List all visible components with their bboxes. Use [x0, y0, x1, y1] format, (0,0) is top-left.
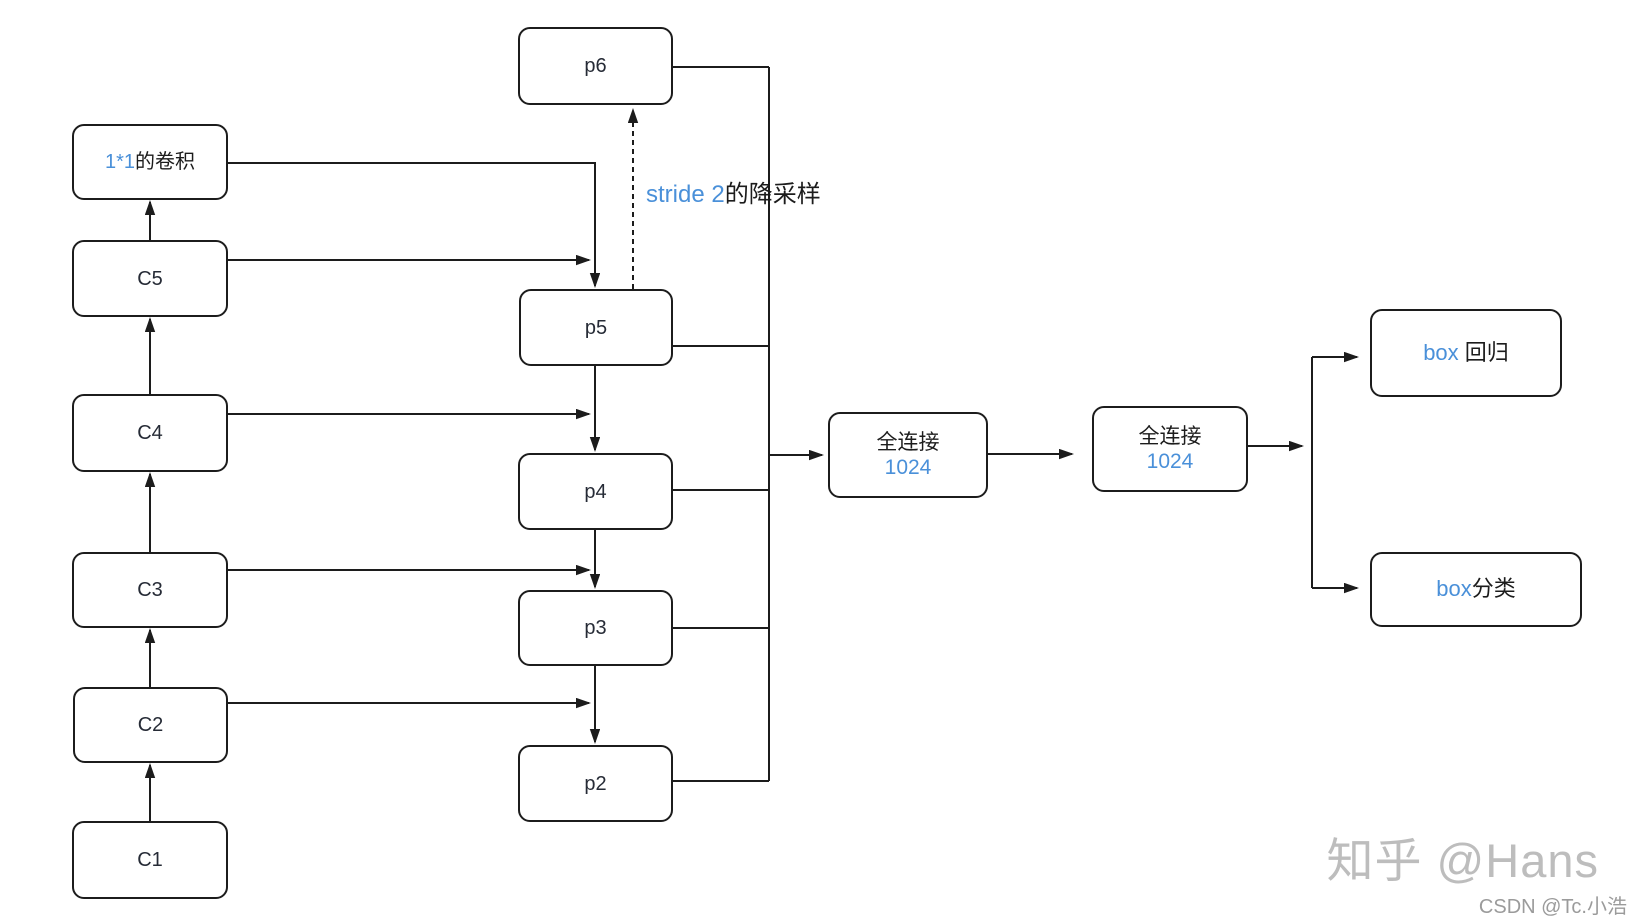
node-conv1x1-label: 1*1的卷积 [105, 150, 195, 174]
node-box-classification-text-1: 分类 [1471, 576, 1516, 602]
node-box-regression-label: box 回归 [1423, 340, 1509, 366]
node-p2: p2 [518, 745, 673, 822]
node-box-regression: box 回归 [1370, 309, 1562, 397]
node-box-regression-text-1: 回归 [1458, 339, 1509, 365]
node-C2-label: C2 [138, 713, 164, 737]
node-box-classification: box分类 [1370, 552, 1582, 627]
node-p3: p3 [518, 590, 673, 666]
node-p3-text-0: p3 [584, 617, 607, 639]
node-p2-label: p2 [584, 772, 606, 796]
node-conv1x1-text-1: 的卷积 [135, 151, 196, 173]
node-p5-label: p5 [585, 316, 607, 340]
node-C3-text-0: C3 [137, 579, 163, 601]
node-C4: C4 [72, 394, 228, 472]
node-p4-label: p4 [584, 480, 606, 504]
node-C5-label: C5 [137, 267, 163, 291]
node-p4-text-0: p4 [584, 480, 607, 503]
node-C5-text-0: C5 [137, 267, 163, 290]
zhihu-watermark: 知乎 @Hans [1326, 834, 1599, 887]
stride-label-cjk-part: 的降采样 [724, 181, 821, 208]
node-p5: p5 [519, 289, 673, 366]
node-C2-text-0: C2 [137, 714, 164, 736]
node-C1-label: C1 [137, 848, 163, 872]
node-box-classification-text-0: box [1436, 576, 1472, 602]
node-box-classification-label: box分类 [1436, 576, 1516, 602]
edge-conv1x1-to-p5 [228, 162, 601, 288]
node-box-regression-text-0: box [1423, 339, 1459, 365]
node-p2-text-0: p2 [584, 772, 607, 795]
node-C3: C3 [72, 552, 228, 628]
node-C3-label: C3 [137, 578, 163, 602]
node-p3-label: p3 [584, 616, 606, 640]
node-conv1x1-text-0: 1*1 [104, 151, 136, 173]
node-p6-text-0: p6 [584, 55, 607, 77]
node-C4-text-0: C4 [137, 422, 163, 444]
stride-2-downsample-label: stride 2的降采样 [646, 174, 821, 209]
node-C2: C2 [73, 687, 228, 763]
node-p5-text-0: p5 [584, 316, 608, 339]
csdn-watermark: CSDN @Tc.小浩 [1478, 896, 1627, 918]
node-p4: p4 [518, 453, 673, 530]
node-C5: C5 [72, 240, 228, 317]
node-p6-label: p6 [584, 54, 606, 78]
node-fc1-text-0: 全连接 [876, 430, 940, 454]
node-C4-label: C4 [137, 421, 163, 445]
node-p6: p6 [518, 27, 673, 105]
node-C1: C1 [72, 821, 228, 899]
node-fc2-text-1: 1024 [1146, 450, 1194, 473]
node-fc1-text-1: 1024 [884, 456, 932, 479]
stride-label-latin-part: stride 2 [646, 181, 725, 208]
node-conv1x1: 1*1的卷积 [72, 124, 228, 200]
node-C1-text-0: C1 [137, 849, 163, 871]
node-fc2-text-0: 全连接 [1138, 424, 1202, 448]
